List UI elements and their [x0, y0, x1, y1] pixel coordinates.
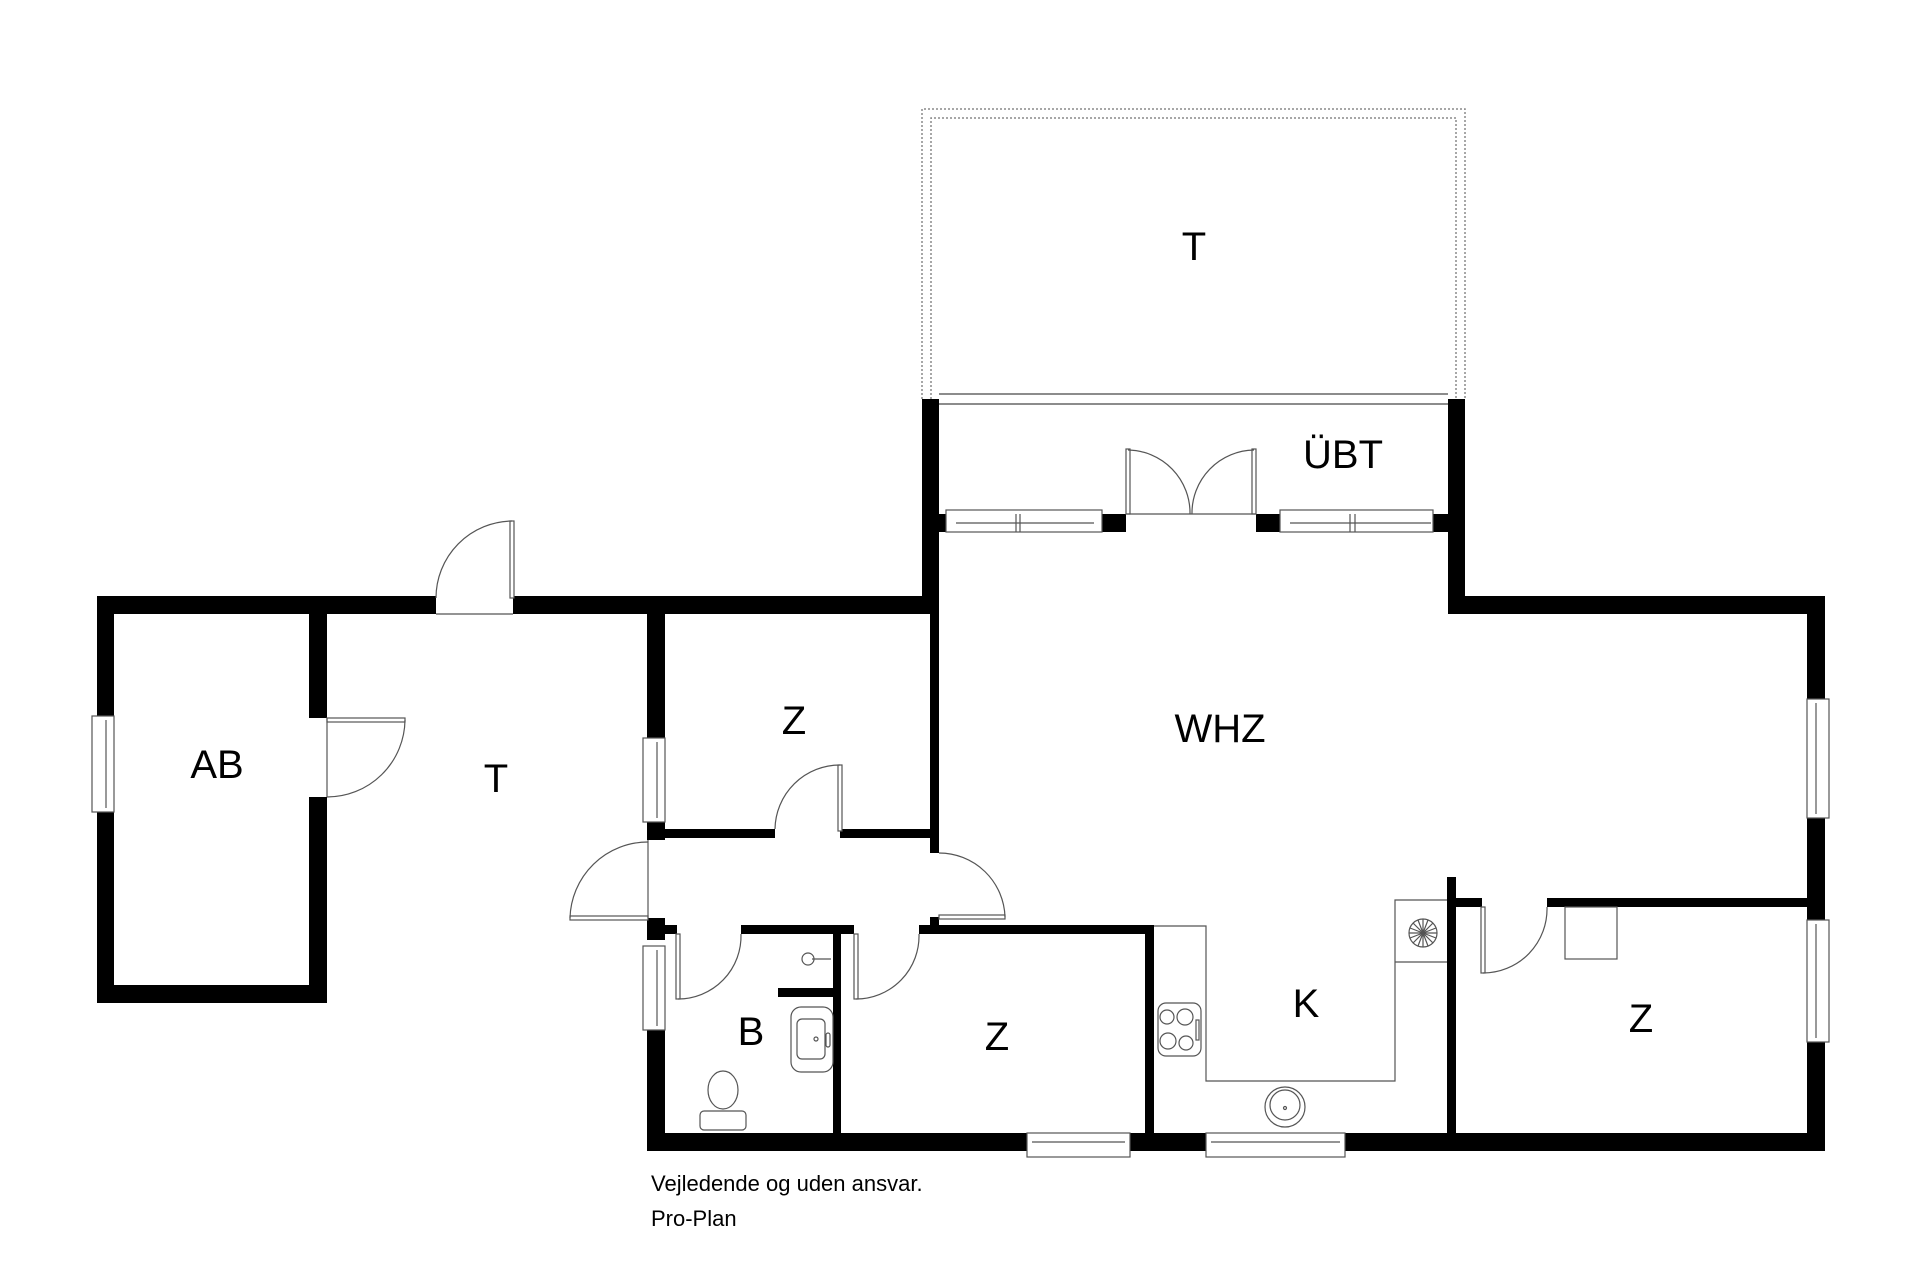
door-french	[1125, 448, 1257, 515]
room-label-kitchen: K	[1292, 982, 1320, 1026]
fixtures	[699, 899, 1618, 1131]
cooktop-icon	[1157, 1002, 1202, 1057]
window-ubt-right	[1279, 509, 1434, 533]
door-storage	[326, 717, 406, 798]
room-label-bedroom-3: Z	[1628, 997, 1654, 1041]
door-living-room	[938, 852, 1006, 920]
window-kitchen	[1205, 1132, 1346, 1158]
wash-basin-icon	[801, 952, 831, 966]
covered-terrace-edge	[939, 393, 1448, 405]
brand-text: Pro-Plan	[651, 1206, 737, 1231]
window-bedroom-2	[1026, 1132, 1131, 1158]
disclaimer-text: Vejledende og uden ansvar.	[651, 1171, 923, 1196]
room-label-covered-terrace: ÜBT	[1303, 433, 1383, 477]
vanity-icon	[790, 1006, 834, 1073]
room-label-bathroom: B	[737, 1010, 765, 1054]
kitchen-counter	[1154, 899, 1447, 1082]
window-living-room	[1806, 698, 1830, 819]
door-bathroom	[675, 933, 742, 1000]
door-bedroom-1	[774, 764, 843, 832]
windows	[91, 509, 1830, 1158]
extractor-fan-icon	[1408, 918, 1438, 948]
door-bedroom-3	[1480, 906, 1548, 974]
door-bedroom-2	[853, 933, 920, 1000]
toilet-icon	[699, 1070, 747, 1131]
room-label-bedroom-1: Z	[781, 699, 807, 743]
room-label-entry-hall: T	[483, 757, 509, 801]
footer: Vejledende og uden ansvar. Pro-Plan	[651, 1166, 923, 1236]
room-label-living-room: WHZ	[1174, 707, 1266, 751]
window-bathroom	[642, 945, 666, 1031]
door-hall-left	[569, 840, 649, 921]
doors	[326, 448, 1548, 1000]
wardrobe-icon	[1564, 906, 1618, 960]
room-label-storage: AB	[190, 743, 244, 787]
window-storage	[91, 715, 115, 813]
room-label-terrace: T	[1181, 225, 1207, 269]
walls	[97, 399, 1825, 1151]
window-bedroom-1	[642, 737, 666, 823]
terrace-outline	[921, 108, 1466, 399]
window-ubt-left	[945, 509, 1103, 533]
room-label-bedroom-2: Z	[984, 1015, 1010, 1059]
door-entry	[435, 520, 515, 615]
window-bedroom-3	[1806, 919, 1830, 1043]
kitchen-sink-icon	[1264, 1086, 1306, 1128]
